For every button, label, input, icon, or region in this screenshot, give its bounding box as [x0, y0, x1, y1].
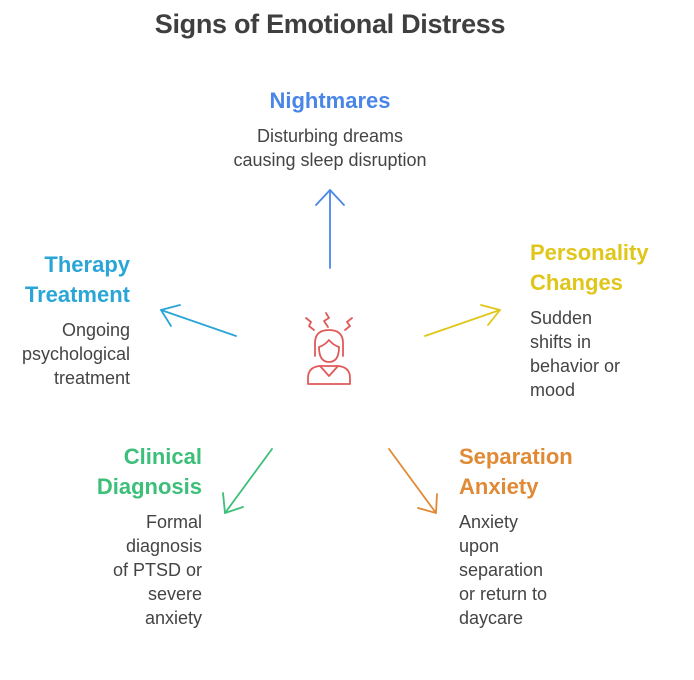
- heading-line: Separation: [459, 444, 573, 469]
- description-line: causing sleep disruption: [233, 150, 427, 170]
- node-clinical-diagnosis-heading: Clinical Diagnosis: [32, 442, 202, 502]
- node-therapy-treatment-heading: Therapy Treatment: [0, 250, 130, 310]
- node-separation-anxiety-description: Anxiety upon separation or return to day…: [459, 510, 629, 630]
- description-line: of PTSD or: [112, 560, 202, 580]
- arrow-to-clinical-diagnosis: [222, 448, 273, 514]
- description-line: separation: [459, 560, 544, 580]
- description-line: daycare: [459, 608, 524, 628]
- description-line: Sudden: [530, 308, 593, 328]
- heading-line: Anxiety: [459, 474, 539, 499]
- node-clinical-diagnosis-description: Formal diagnosis of PTSD or severe anxie…: [32, 510, 202, 630]
- diagram-title: Signs of Emotional Distress: [154, 9, 506, 39]
- node-personality-changes-description: Sudden shifts in behavior or mood: [530, 306, 680, 402]
- node-clinical-diagnosis: Clinical Diagnosis Formal diagnosis of P…: [32, 442, 202, 630]
- heading-line: Treatment: [24, 282, 130, 307]
- node-separation-anxiety: Separation Anxiety Anxiety upon separati…: [459, 442, 629, 630]
- description-line: anxiety: [144, 608, 202, 628]
- heading-line: Therapy: [44, 252, 130, 277]
- heading-line: Nightmares: [269, 88, 391, 113]
- description-line: diagnosis: [125, 536, 202, 556]
- description-line: shifts in: [530, 332, 592, 352]
- arrow-to-separation-anxiety: [388, 448, 438, 514]
- distressed-person-icon: [305, 312, 353, 385]
- description-line: Anxiety: [459, 512, 519, 532]
- description-line: or return to: [459, 584, 548, 604]
- heading-line: Diagnosis: [96, 474, 202, 499]
- description-line: treatment: [53, 368, 130, 388]
- description-line: upon: [459, 536, 500, 556]
- node-therapy-treatment: Therapy Treatment Ongoing psychological …: [0, 250, 130, 390]
- node-nightmares-description: Disturbing dreams causing sleep disrupti…: [190, 124, 470, 172]
- description-line: behavior or: [530, 356, 621, 376]
- heading-line: Personality: [530, 240, 649, 265]
- description-line: mood: [530, 380, 576, 400]
- node-nightmares: Nightmares Disturbing dreams causing sle…: [190, 86, 470, 172]
- arrow-to-nightmares: [315, 189, 345, 269]
- description-line: Disturbing dreams: [256, 126, 404, 146]
- node-nightmares-heading: Nightmares: [190, 86, 470, 116]
- heading-line: Clinical: [123, 444, 202, 469]
- arrow-to-therapy-treatment: [160, 304, 237, 337]
- description-line: psychological: [21, 344, 130, 364]
- node-therapy-treatment-description: Ongoing psychological treatment: [0, 318, 130, 390]
- description-line: Formal: [145, 512, 202, 532]
- node-personality-changes-heading: Personality Changes: [530, 238, 680, 298]
- description-line: severe: [147, 584, 202, 604]
- arrow-to-personality-changes: [424, 304, 501, 337]
- node-personality-changes: Personality Changes Sudden shifts in beh…: [530, 238, 680, 402]
- heading-line: Changes: [530, 270, 623, 295]
- description-line: Ongoing: [61, 320, 130, 340]
- node-separation-anxiety-heading: Separation Anxiety: [459, 442, 629, 502]
